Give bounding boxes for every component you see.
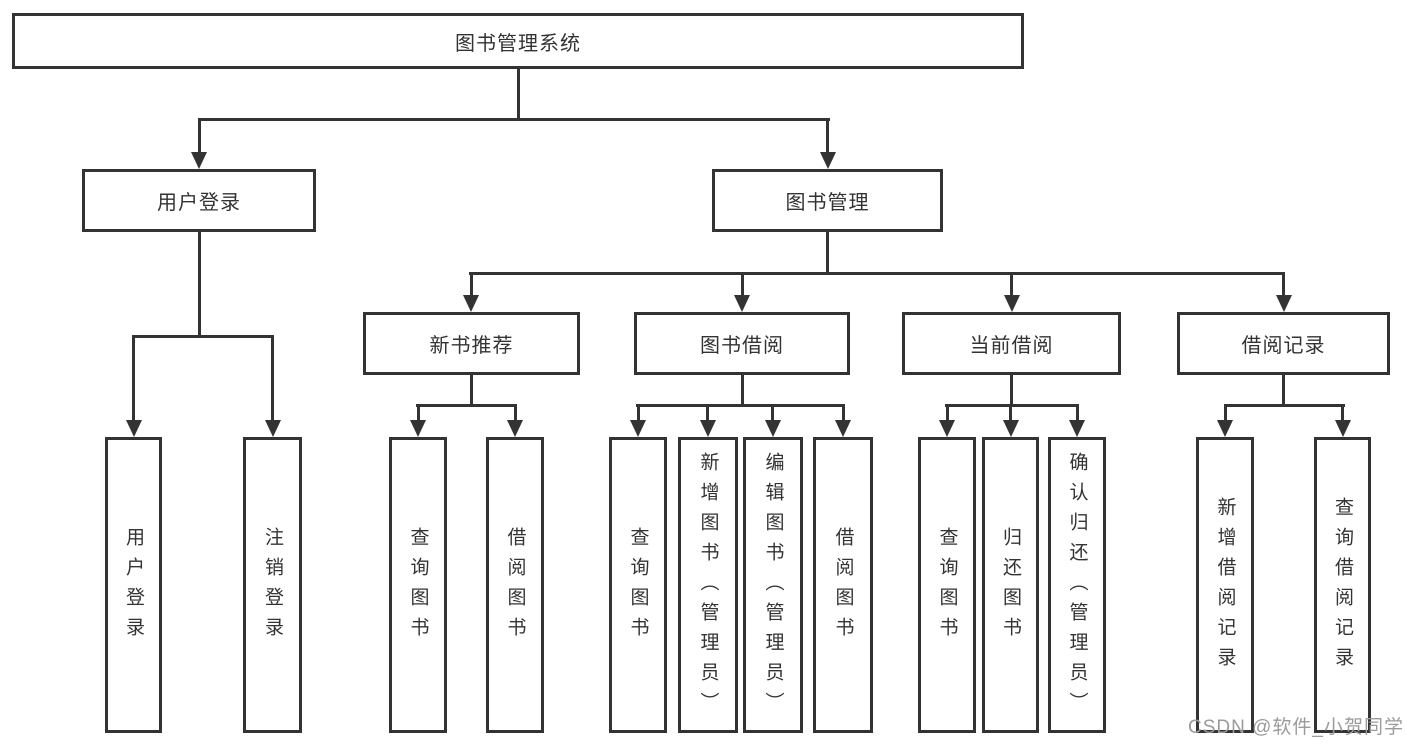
leaf-query-borrow-record: 查询借阅记录 xyxy=(1314,437,1371,733)
arrow-down-icon xyxy=(1069,420,1085,437)
arrow-down-icon xyxy=(819,152,836,169)
node-user-login: 用户登录 xyxy=(82,169,316,232)
arrow-down-icon xyxy=(1217,420,1233,437)
leaf-add-books-admin: 新增图书（管理员） xyxy=(678,437,738,733)
arrow-down-icon xyxy=(1002,420,1019,437)
connector-line xyxy=(469,272,1285,275)
connector-line xyxy=(841,404,845,421)
node-book-management: 图书管理 xyxy=(712,169,943,232)
arrow-down-icon xyxy=(507,420,523,437)
leaf-edit-books-admin: 编辑图书（管理员） xyxy=(743,437,803,733)
connector-line xyxy=(1010,375,1013,404)
connector-line xyxy=(516,68,520,118)
leaf-label: 注销登录 xyxy=(262,527,283,647)
node-label: 当前借阅 xyxy=(969,335,1054,357)
connector-line xyxy=(197,232,201,336)
leaf-label: 新增图书（管理员） xyxy=(697,452,719,722)
node-label: 用户登录 xyxy=(157,192,241,214)
arrow-down-icon xyxy=(699,420,716,437)
leaf-label: 借阅图书 xyxy=(504,527,526,647)
node-book-borrow: 图书借阅 xyxy=(634,312,850,375)
connector-line xyxy=(1075,404,1079,421)
arrow-down-icon xyxy=(835,420,851,437)
node-library-management-system: 图书管理系统 xyxy=(12,13,1024,69)
leaf-borrow-books: 借阅图书 xyxy=(813,437,873,733)
leaf-query-books: 查询图书 xyxy=(918,437,976,733)
connector-line xyxy=(197,118,201,154)
leaf-user-login: 用户登录 xyxy=(105,437,162,733)
leaf-add-borrow-record: 新增借阅记录 xyxy=(1196,437,1254,733)
arrow-down-icon xyxy=(939,420,955,437)
connector-line xyxy=(1341,404,1344,421)
connector-line xyxy=(826,118,829,154)
leaf-label: 新增借阅记录 xyxy=(1214,497,1236,677)
leaf-query-books: 查询图书 xyxy=(609,437,667,733)
connector-line xyxy=(1223,404,1345,407)
leaf-label: 确认归还（管理员） xyxy=(1066,452,1088,722)
leaf-label: 借阅图书 xyxy=(832,527,854,647)
connector-line xyxy=(513,404,517,421)
connector-line xyxy=(771,404,774,421)
leaf-logout: 注销登录 xyxy=(243,437,302,733)
connector-line xyxy=(132,335,135,421)
connector-line xyxy=(1282,375,1285,404)
connector-line xyxy=(197,118,830,121)
connector-line xyxy=(826,232,829,272)
leaf-return-books: 归还图书 xyxy=(982,437,1039,733)
arrow-down-icon xyxy=(191,152,207,169)
connector-line xyxy=(1282,272,1285,296)
csdn-watermark: CSDN @软件_小贺同学 xyxy=(1188,717,1404,738)
connector-line xyxy=(132,335,274,338)
node-label: 图书管理系统 xyxy=(455,32,581,55)
leaf-label: 查询图书 xyxy=(936,527,958,647)
node-borrow-records: 借阅记录 xyxy=(1177,312,1390,375)
arrow-down-icon xyxy=(463,295,479,312)
arrow-down-icon xyxy=(630,420,646,437)
arrow-down-icon xyxy=(1334,420,1351,437)
connector-line xyxy=(416,404,516,407)
arrow-down-icon xyxy=(1275,295,1292,312)
arrow-down-icon xyxy=(734,295,750,312)
node-label: 图书管理 xyxy=(785,192,870,214)
connector-line xyxy=(416,404,420,421)
connector-line xyxy=(469,272,473,296)
connector-line xyxy=(740,272,744,296)
connector-line xyxy=(469,375,473,404)
connector-line xyxy=(636,404,640,421)
leaf-label: 归还图书 xyxy=(1000,527,1021,647)
arrow-down-icon xyxy=(764,420,781,437)
leaf-borrow-books: 借阅图书 xyxy=(486,437,544,733)
node-label: 图书借阅 xyxy=(700,335,784,357)
node-current-borrow: 当前借阅 xyxy=(902,312,1121,375)
arrow-down-icon xyxy=(1003,295,1020,312)
arrow-down-icon xyxy=(410,420,426,437)
connector-line xyxy=(1010,272,1013,296)
leaf-query-books: 查询图书 xyxy=(389,437,447,733)
arrow-down-icon xyxy=(125,420,142,437)
connector-line xyxy=(706,404,709,421)
connector-line xyxy=(1009,404,1012,421)
node-label: 借阅记录 xyxy=(1241,335,1326,357)
node-label: 新书推荐 xyxy=(429,335,514,357)
connector-line xyxy=(945,404,1079,407)
leaf-label: 查询借阅记录 xyxy=(1332,497,1353,677)
arrow-down-icon xyxy=(264,420,281,437)
connector-line xyxy=(271,335,274,421)
connector-line xyxy=(636,404,845,407)
leaf-label: 查询图书 xyxy=(627,527,649,647)
node-new-book-recommend: 新书推荐 xyxy=(363,312,580,375)
leaf-confirm-return-admin: 确认归还（管理员） xyxy=(1048,437,1106,733)
connector-line xyxy=(945,404,949,421)
leaf-label: 查询图书 xyxy=(407,527,429,647)
leaf-label: 编辑图书（管理员） xyxy=(762,452,784,722)
leaf-label: 用户登录 xyxy=(123,527,144,647)
connector-line xyxy=(1223,404,1227,421)
connector-line xyxy=(740,375,744,404)
